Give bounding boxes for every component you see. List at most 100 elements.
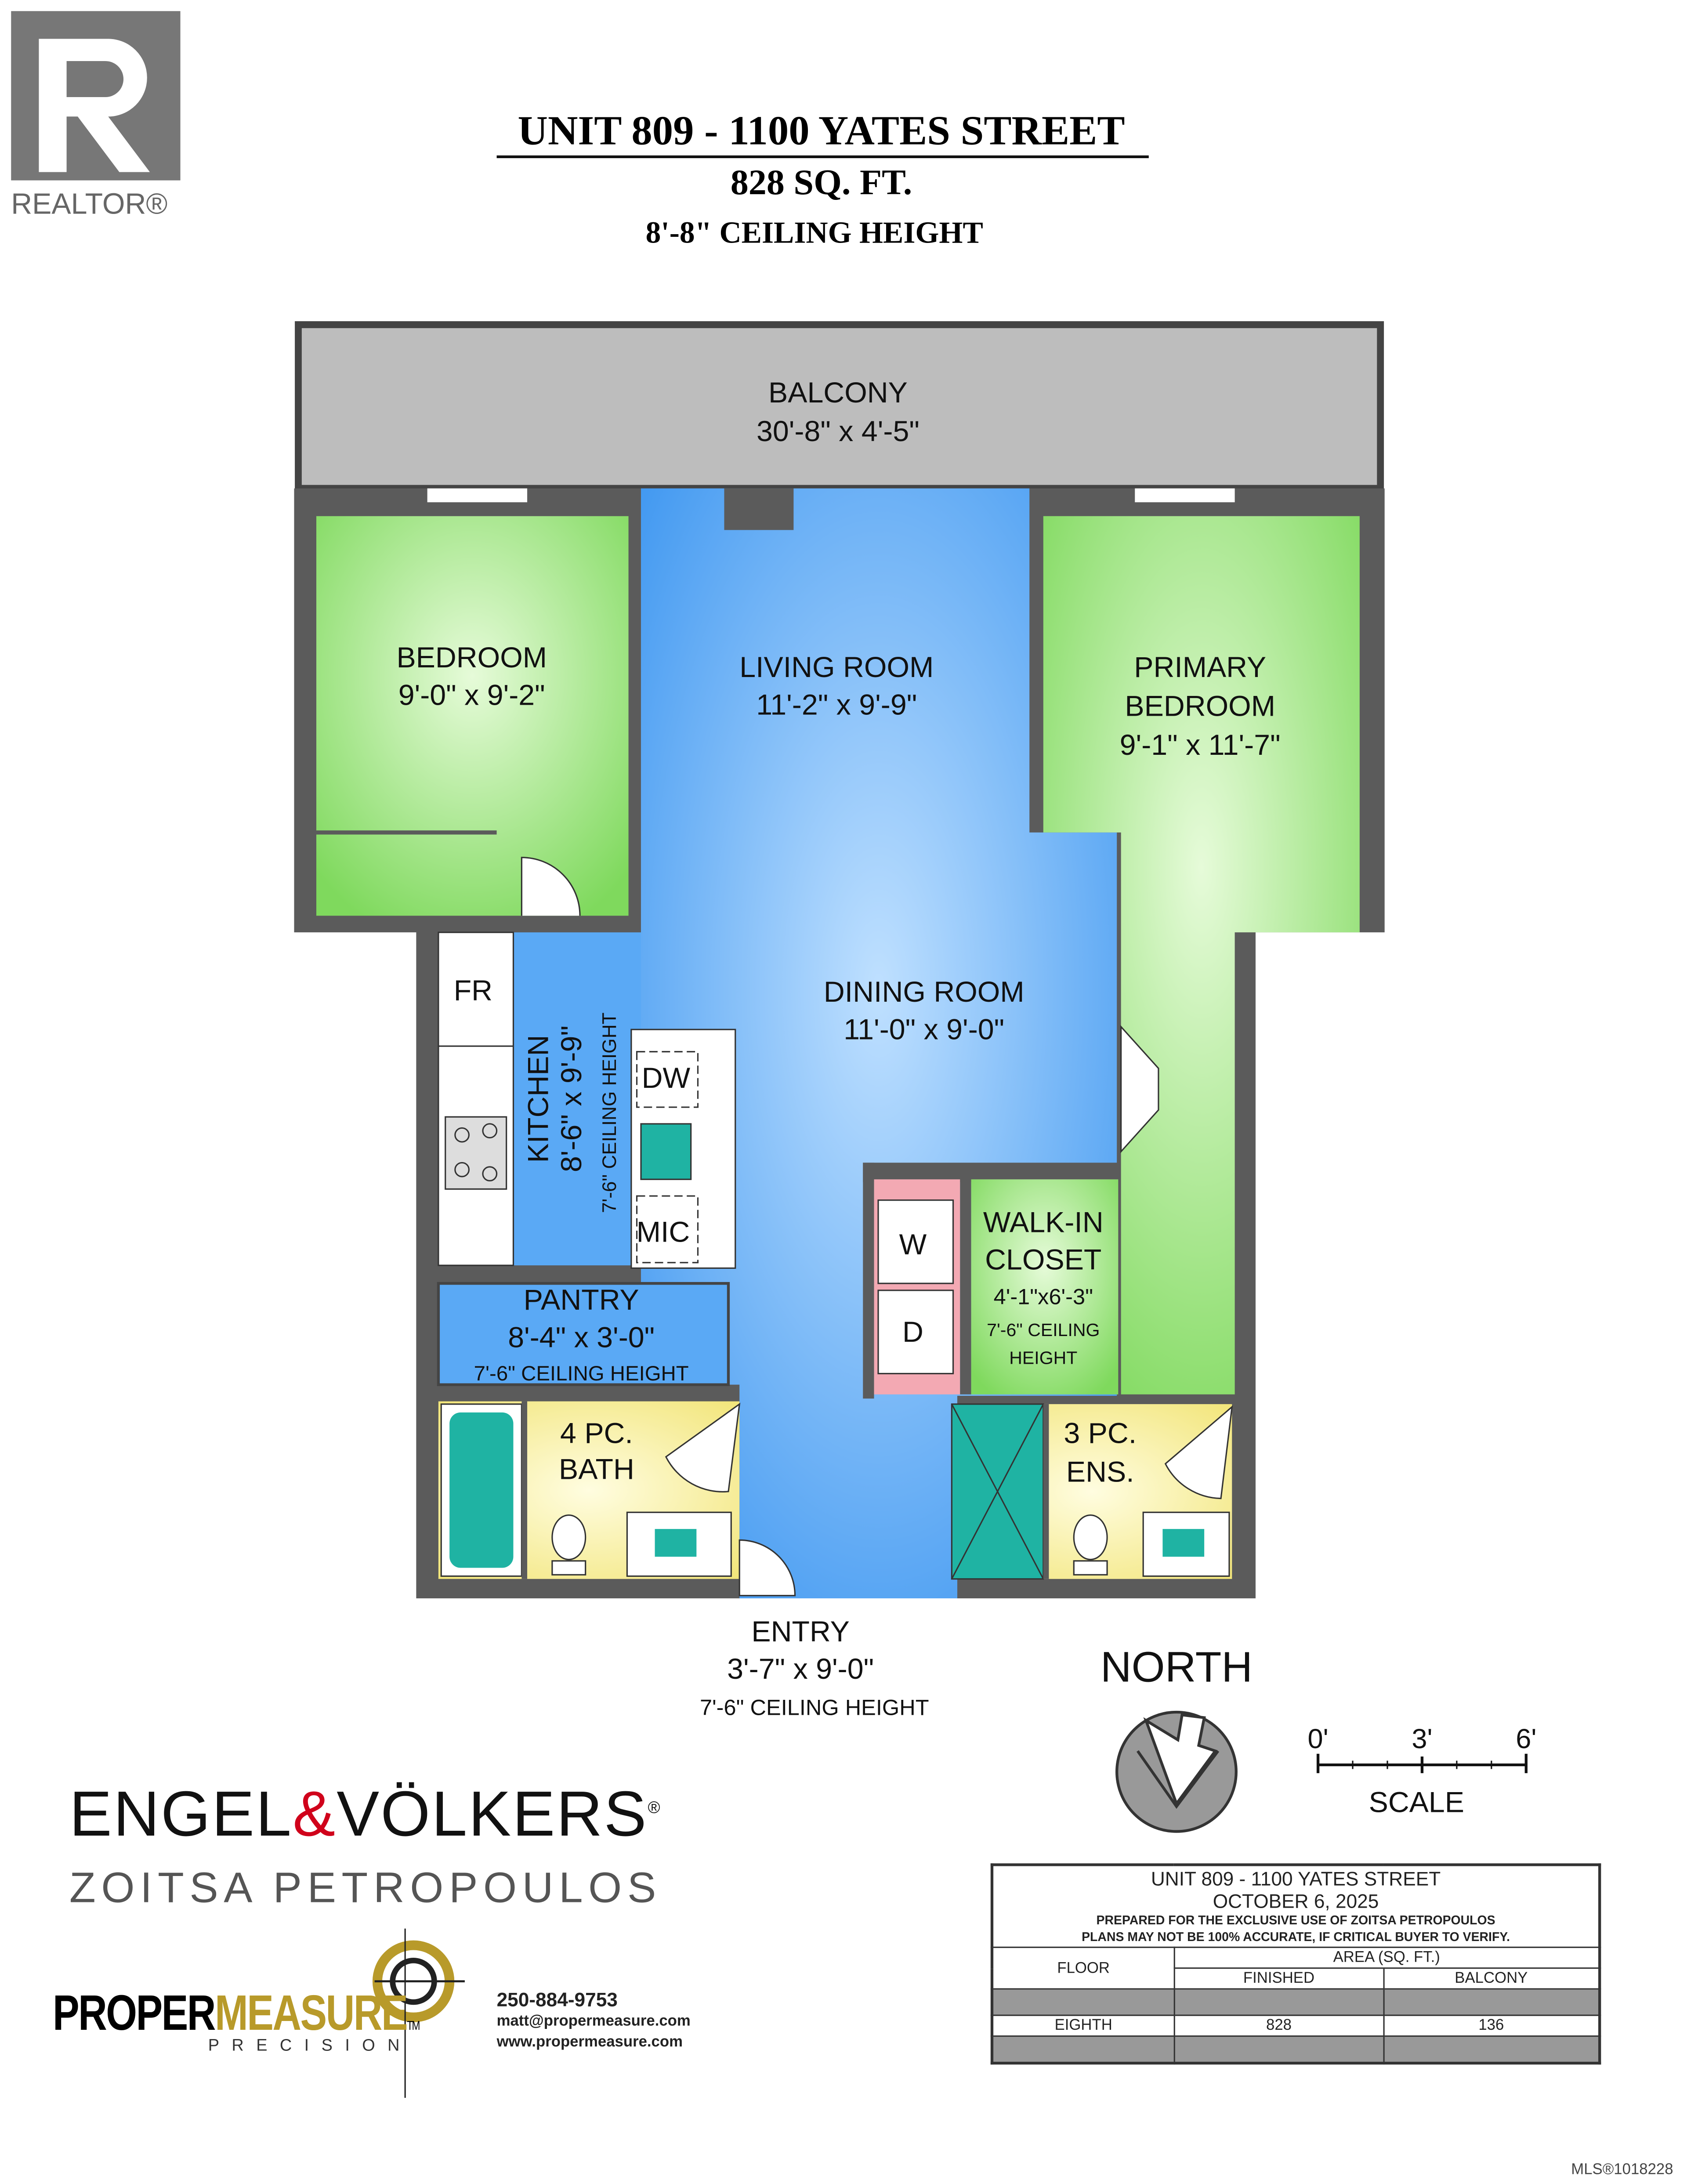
north-label: NORTH [1101,1642,1253,1691]
cell-floor: EIGHTH [991,2014,1175,2037]
ensuite-label-2: ENS. [1066,1456,1134,1489]
primary-bedroom-room [1043,516,1360,1394]
scale-tick-0: 0' [1308,1724,1329,1754]
entry-door [739,1539,796,1597]
realtor-logo [11,11,181,181]
microwave-label: MIC [637,1216,690,1248]
pantry-dims: 8'-4" x 3'-0" [508,1321,655,1354]
entry-dims: 3'-7" x 9'-0" [727,1653,874,1685]
col-finished: FINISHED [1173,1967,1384,1990]
contact-phone: 250-884-9753 [496,1988,618,2010]
scale-label: SCALE [1369,1786,1464,1818]
balcony-dims: 30'-8" x 4'-5" [757,415,920,448]
plan-ceiling: 8'-8" CEILING HEIGHT [646,216,983,250]
table-date: OCTOBER 6, 2025 [1213,1890,1379,1912]
contact-info: 250-884-9753 matt@propermeasure.com www.… [497,1987,691,2054]
pm-precision: PRECISION [208,2035,412,2055]
realtor-logo-text: REALTOR® [11,188,168,221]
table-title: UNIT 809 - 1100 YATES STREET [1151,1867,1441,1890]
ev-registered: ® [648,1797,662,1817]
walk-in-dims: 4'-1"x6'-3" [994,1284,1093,1309]
balcony-label: BALCONY [768,377,908,409]
dining-room-label: DINING ROOM [824,976,1025,1008]
info-table-header: UNIT 809 - 1100 YATES STREET OCTOBER 6, … [991,1864,1600,1948]
dining-room-dims: 11'-0" x 9'-0" [844,1013,1004,1046]
primary-bedroom-label-1: PRIMARY [1134,651,1266,684]
pm-tm: TM [407,2018,420,2033]
col-floor: FLOOR [991,1946,1175,1990]
contact-email: matt@propermeasure.com [496,2013,691,2030]
kitchen-label: KITCHEN [522,1035,554,1163]
pantry-label: PANTRY [524,1284,639,1316]
dishwasher [636,1051,699,1108]
scale-tick-3: 3' [1412,1724,1432,1754]
contact-website: www.propermeasure.com [496,2034,683,2051]
bath-sink [655,1529,697,1557]
walk-in-label-1: WALK-IN [983,1206,1104,1239]
compass-icon [1115,1710,1238,1833]
living-room-dims: 11'-2" x 9'-9" [756,688,917,721]
washer [877,1199,954,1284]
col-area: AREA (SQ. FT.) [1173,1946,1600,1969]
propermeasure-logo: PROPERMEASURETM [53,1984,420,2043]
kitchen-ceiling: 7'-6" CEILING HEIGHT [599,1012,620,1213]
info-table: UNIT 809 - 1100 YATES STREET OCTOBER 6, … [990,1863,1601,2065]
bedroom-dims: 9'-0" x 9'-2" [398,679,545,711]
ensuite-sink [1162,1529,1205,1557]
table-row-empty [991,1988,1600,2016]
ev-ampersand: & [293,1777,337,1850]
ev-text-1: ENGEL [69,1777,293,1850]
fridge [438,931,514,1047]
mls-number: MLS®1018228 [1571,2162,1673,2179]
window [427,488,528,503]
bath-door [665,1402,741,1492]
bedroom-room [316,516,629,916]
pm-text-2: MEASURE [214,1984,408,2041]
table-row-empty [991,2035,1600,2064]
cell-balcony: 136 [1383,2014,1600,2037]
ev-text-2: VÖLKERS [337,1777,648,1850]
propermeasure-emblem-icon [372,1928,465,2098]
pantry-room [437,1282,730,1386]
washer-label: W [899,1228,927,1261]
dryer [877,1289,954,1374]
scale-tick-6: 6' [1516,1724,1536,1754]
table-note-2: PLANS MAY NOT BE 100% ACCURATE, IF CRITI… [1082,1930,1510,1944]
living-room-label: LIVING ROOM [739,651,934,684]
toilet [1073,1514,1108,1561]
bath-label-1: 4 PC. [560,1417,633,1449]
ensuite-label-1: 3 PC. [1064,1417,1137,1449]
bedroom-label: BEDROOM [396,641,547,674]
toilet [551,1514,586,1561]
walk-in-door [1120,1025,1159,1154]
plan-title: UNIT 809 - 1100 YATES STREET [518,108,1125,153]
walk-in-ceiling-1: 7'-6" CEILING [987,1320,1100,1340]
cell-finished: 828 [1173,2014,1384,2037]
kitchen-room [513,932,641,1266]
entry-ceiling: 7'-6" CEILING HEIGHT [700,1695,929,1720]
bathtub [449,1412,514,1568]
col-balcony: BALCONY [1383,1967,1600,1990]
pantry-ceiling: 7'-6" CEILING HEIGHT [474,1362,689,1385]
walk-in-label-2: CLOSET [985,1244,1101,1276]
ensuite-door [1164,1405,1233,1499]
kitchen-dims: 8'-6" x 9'-9" [555,1025,588,1172]
table-note-1: PREPARED FOR THE EXCLUSIVE USE OF ZOITSA… [1096,1913,1495,1927]
primary-bedroom-label-2: BEDROOM [1125,690,1275,723]
sink [640,1123,692,1180]
bedroom-door [521,857,581,916]
entry-label: ENTRY [751,1615,850,1648]
primary-bedroom-dims: 9'-1" x 11'-7" [1120,729,1281,761]
walk-in-ceiling-2: HEIGHT [1009,1347,1077,1368]
microwave [636,1195,699,1264]
dryer-label: D [902,1316,923,1348]
pm-text-1: PROPER [53,1984,216,2041]
fridge-label: FR [454,974,492,1007]
dishwasher-label: DW [642,1062,691,1094]
bath-label-2: BATH [559,1453,634,1485]
walk-in-closet-room [971,1179,1119,1394]
scale-bar [1316,1753,1528,1773]
